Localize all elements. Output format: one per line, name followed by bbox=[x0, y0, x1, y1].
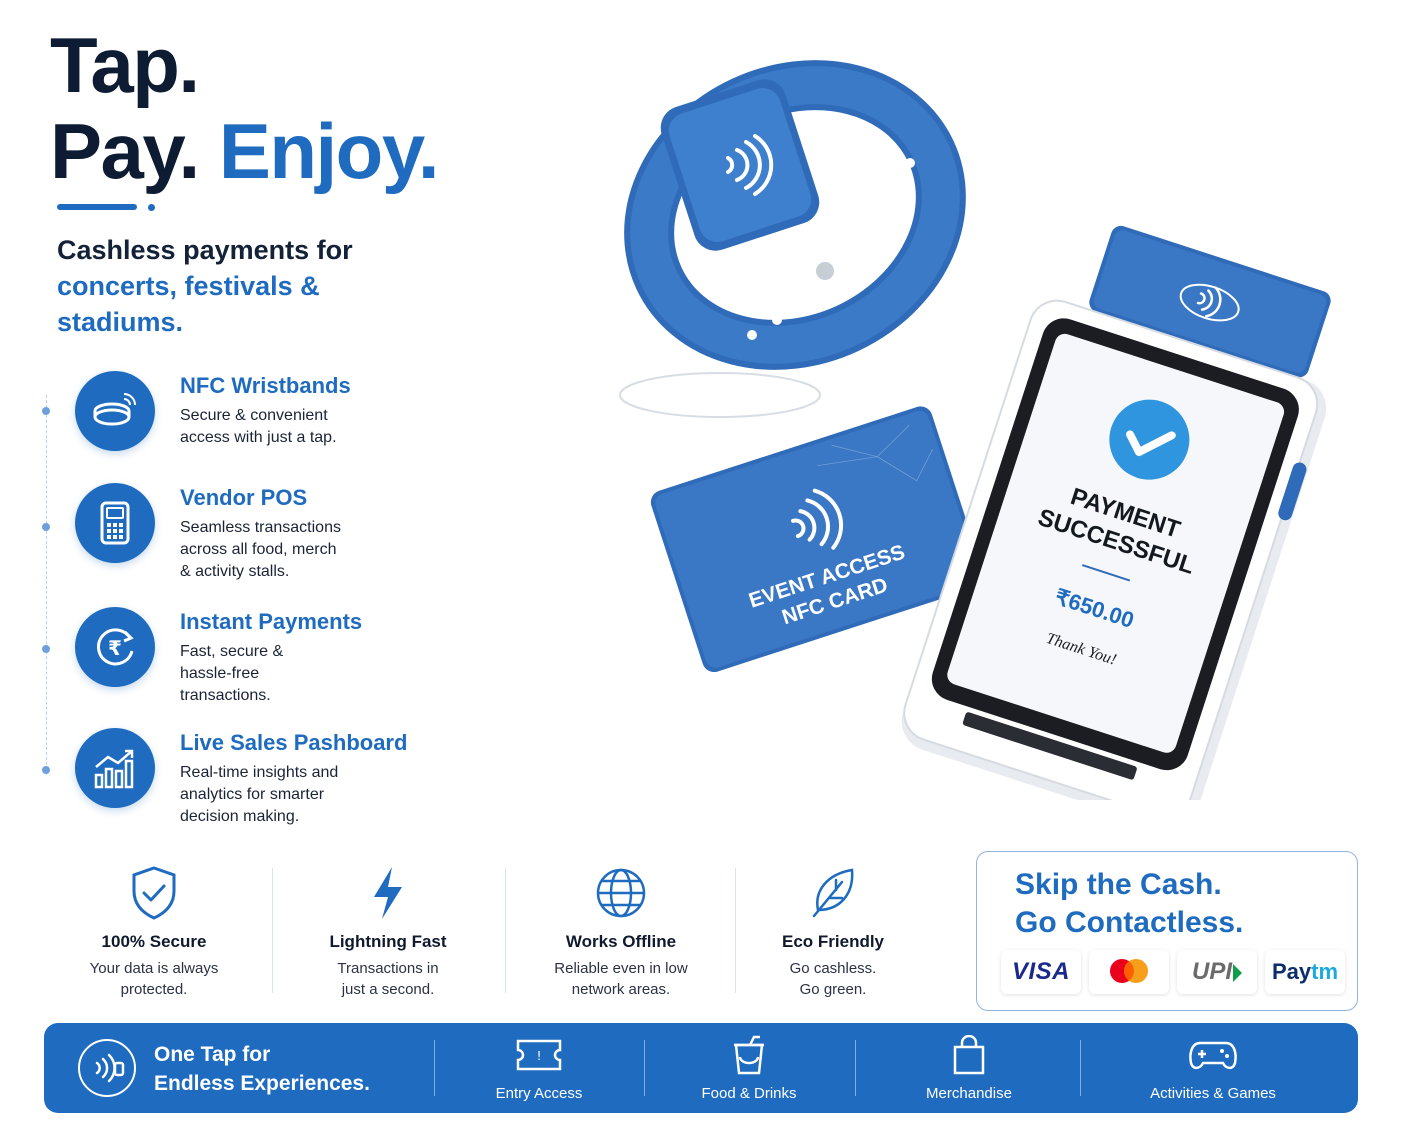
globe-icon bbox=[506, 860, 736, 926]
shopping-bag-icon bbox=[869, 1035, 1069, 1075]
timeline-dot bbox=[42, 766, 50, 774]
banner-item-label: Food & Drinks bbox=[701, 1085, 797, 1102]
leaf-icon bbox=[718, 860, 948, 926]
upi-logo: UPI bbox=[1177, 950, 1257, 994]
banner-item-entry-access: ! Entry Access bbox=[439, 1035, 639, 1102]
banner-divider bbox=[1080, 1040, 1081, 1096]
svg-text:₹: ₹ bbox=[108, 636, 122, 660]
feature-title: Vendor POS bbox=[180, 485, 308, 510]
benefit-lightning-fast: Lightning Fast Transactions in just a se… bbox=[273, 860, 503, 1000]
feature-title: Live Sales Pashboard bbox=[180, 730, 408, 755]
banner-item-merchandise: Merchandise bbox=[869, 1035, 1069, 1102]
feature-desc: Secure & convenient access with just a t… bbox=[180, 407, 337, 446]
visa-logo: VISA bbox=[1001, 950, 1081, 994]
drink-cup-icon bbox=[649, 1035, 849, 1075]
payment-logos: VISA UPI Paytm bbox=[1001, 950, 1345, 994]
feature-live-sales-dashboard: Live Sales Pashboard Real-time insights … bbox=[42, 728, 462, 838]
wristband-icon bbox=[75, 371, 155, 451]
mastercard-logo bbox=[1089, 950, 1169, 994]
feature-title: Instant Payments bbox=[180, 609, 363, 634]
benefit-title: Lightning Fast bbox=[329, 932, 447, 951]
headline-line-1: Tap. bbox=[50, 21, 200, 109]
contactless-icon bbox=[78, 1039, 136, 1097]
banner-item-food-drinks: Food & Drinks bbox=[649, 1035, 849, 1102]
paytm-logo: Paytm bbox=[1265, 950, 1345, 994]
benefit-title: Works Offline bbox=[565, 932, 677, 951]
feature-desc: Seamless transactions across all food, m… bbox=[180, 519, 341, 580]
timeline-dot bbox=[42, 645, 50, 653]
gamepad-icon bbox=[1113, 1035, 1313, 1075]
subheading-line-1: Cashless payments for bbox=[57, 235, 353, 265]
benefit-secure: 100% Secure Your data is always protecte… bbox=[39, 860, 269, 1000]
feature-instant-payments: ₹ Instant Payments Fast, secure & hassle… bbox=[42, 607, 462, 717]
product-illustration: EVENT ACCESS NFC CARD PAYMENT SUCCESSFUL… bbox=[619, 60, 1331, 800]
benefit-title: 100% Secure bbox=[101, 932, 207, 951]
lightning-icon bbox=[273, 860, 503, 926]
benefit-title: Eco Friendly bbox=[781, 932, 885, 951]
headline-enjoy: Enjoy. bbox=[218, 107, 440, 195]
headline-underline-dot bbox=[148, 204, 155, 211]
experiences-banner: One Tap for Endless Experiences. ! Entry… bbox=[44, 1023, 1358, 1113]
banner-item-activities-games: Activities & Games bbox=[1113, 1035, 1313, 1102]
banner-item-label: Activities & Games bbox=[1150, 1085, 1276, 1102]
benefit-works-offline: Works Offline Reliable even in low netwo… bbox=[506, 860, 736, 1000]
feature-vendor-pos: Vendor POS Seamless transactions across … bbox=[42, 483, 462, 593]
ticket-icon: ! bbox=[439, 1035, 639, 1075]
feature-title: NFC Wristbands bbox=[180, 373, 351, 398]
benefit-eco-friendly: Eco Friendly Go cashless. Go green. bbox=[718, 860, 948, 1000]
benefit-desc: Your data is always protected. bbox=[89, 960, 219, 998]
banner-item-label: Merchandise bbox=[926, 1085, 1012, 1102]
benefit-desc: Reliable even in low network areas. bbox=[554, 960, 688, 998]
pos-terminal-image: PAYMENT SUCCESSFUL ₹650.00 Thank You! bbox=[901, 225, 1331, 800]
nfc-wristband-image bbox=[619, 60, 966, 418]
rupee-refresh-icon: ₹ bbox=[75, 607, 155, 687]
banner-divider bbox=[855, 1040, 856, 1096]
benefit-divider bbox=[272, 868, 273, 993]
skip-cash-card: Skip the Cash. Go Contactless. VISA UPI … bbox=[976, 851, 1358, 1011]
banner-divider bbox=[644, 1040, 645, 1096]
banner-item-label: Entry Access bbox=[495, 1085, 583, 1102]
hero-subheading: Cashless payments for concerts, festival… bbox=[57, 232, 437, 340]
benefit-desc: Go cashless. Go green. bbox=[789, 960, 877, 998]
headline-line-2: Pay. Enjoy. bbox=[50, 107, 440, 195]
benefit-divider bbox=[505, 868, 506, 993]
shield-check-icon bbox=[39, 860, 269, 926]
benefit-desc: Transactions in just a second. bbox=[337, 960, 439, 998]
svg-text:!: ! bbox=[537, 1049, 542, 1063]
feature-timeline-line bbox=[46, 395, 47, 775]
subheading-line-2: concerts, festivals & stadiums. bbox=[57, 271, 320, 337]
banner-title: One Tap for Endless Experiences. bbox=[154, 1043, 370, 1095]
feature-desc: Real-time insights and analytics for sma… bbox=[180, 764, 339, 825]
headline-pay: Pay. bbox=[50, 107, 200, 195]
timeline-dot bbox=[42, 407, 50, 415]
banner-divider bbox=[434, 1040, 435, 1096]
headline-underline bbox=[57, 204, 137, 210]
feature-desc: Fast, secure & hassle-free transactions. bbox=[180, 643, 284, 704]
benefit-divider bbox=[735, 868, 736, 993]
timeline-dot bbox=[42, 523, 50, 531]
hero-headline: Tap. Pay. Enjoy. bbox=[50, 21, 440, 195]
bar-chart-icon bbox=[75, 728, 155, 808]
pos-terminal-icon bbox=[75, 483, 155, 563]
feature-nfc-wristbands: NFC Wristbands Secure & convenient acces… bbox=[42, 371, 462, 481]
skip-cash-title: Skip the Cash. Go Contactless. bbox=[1015, 868, 1244, 939]
event-access-nfc-card: EVENT ACCESS NFC CARD bbox=[650, 406, 984, 673]
